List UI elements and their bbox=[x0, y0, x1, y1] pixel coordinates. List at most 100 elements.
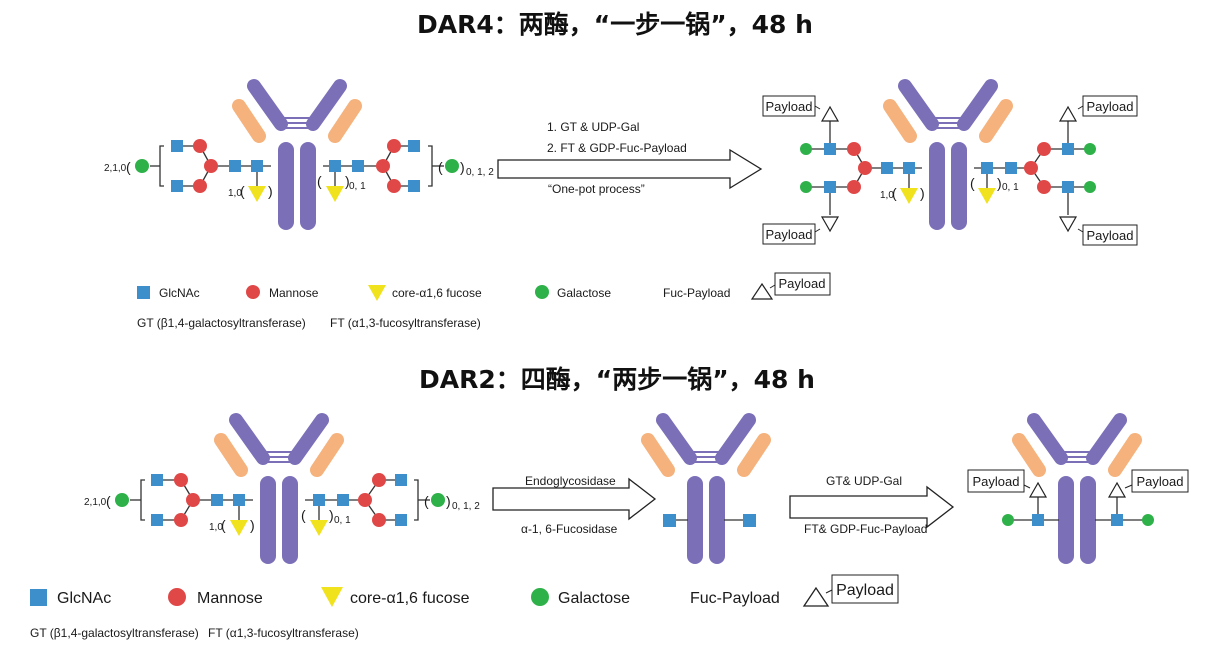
mannose-icon bbox=[847, 142, 861, 156]
mannose-icon bbox=[168, 588, 186, 606]
galactose-icon bbox=[531, 588, 549, 606]
mannose-icon bbox=[372, 473, 386, 487]
fuc-payload-icon bbox=[820, 105, 840, 122]
glcnac-icon bbox=[1111, 514, 1123, 526]
glcnac-icon bbox=[137, 286, 150, 299]
bracket-paren: ) bbox=[329, 507, 334, 523]
glcnac-icon bbox=[408, 180, 420, 192]
panel1-right-glycan: ( ) 0, 1, 2 ( ) 0, 1 bbox=[317, 139, 494, 202]
bracket-paren: ) bbox=[268, 183, 273, 199]
galactose-icon bbox=[1084, 143, 1096, 155]
multiplicity-label: 0, 1, 2 bbox=[452, 501, 480, 512]
arrow-step2-label: 2. FT & GDP-Fuc-Payload bbox=[547, 141, 687, 155]
galactose-icon bbox=[535, 285, 549, 299]
legend-ft: FT (α1,3-fucosyltransferase) bbox=[208, 626, 359, 640]
fuc-payload-icon bbox=[1058, 105, 1078, 122]
fucose-icon bbox=[326, 186, 344, 202]
arrow-gt-udp-gal-label: GT& UDP-Gal bbox=[826, 474, 902, 488]
bracket-paren: ( bbox=[240, 183, 245, 199]
glcnac-icon bbox=[151, 514, 163, 526]
panel2-product-antibody: Payload Payload bbox=[967, 420, 1189, 564]
bracket-paren: ) bbox=[920, 185, 925, 201]
glcnac-icon bbox=[233, 494, 245, 506]
galactose-icon bbox=[1002, 514, 1014, 526]
galactose-icon bbox=[800, 181, 812, 193]
panel2-reaction-arrow-1: Endoglycosidase α-1, 6-Fucosidase bbox=[492, 474, 657, 536]
payload-label: Payload bbox=[1087, 99, 1134, 114]
mannose-icon bbox=[847, 180, 861, 194]
payload-label: Payload bbox=[766, 99, 813, 114]
legend-fuc-payload: Fuc-Payload bbox=[690, 590, 780, 607]
legend-payload: Payload bbox=[779, 276, 826, 291]
arrow-ft-gdp-label: FT& GDP-Fuc-Payload bbox=[804, 522, 927, 536]
multiplicity-label: 1,0 bbox=[228, 188, 242, 199]
fucose-icon bbox=[310, 520, 328, 536]
panel2-reaction-arrow-2: GT& UDP-Gal FT& GDP-Fuc-Payload bbox=[789, 474, 955, 536]
mannose-icon bbox=[1037, 142, 1051, 156]
galactose-icon bbox=[431, 493, 445, 507]
panel1-reaction-arrow: 1. GT & UDP-Gal 2. FT & GDP-Fuc-Payload … bbox=[497, 120, 763, 196]
galactose-icon bbox=[135, 159, 149, 173]
arrow-endoglycosidase-label: Endoglycosidase bbox=[525, 474, 616, 488]
mannose-icon bbox=[1024, 161, 1038, 175]
panel1-legend: GlcNAc Mannose core-α1,6 fucose Galactos… bbox=[137, 272, 831, 330]
panel1-reactant-antibody: 2,1,0 ( 1,0 ( ) ( ) 0, 1 bbox=[104, 86, 494, 230]
multiplicity-label: 2,1,0 bbox=[84, 497, 107, 508]
panel1-title: DAR4：两酶，“一步一锅”，48 h bbox=[417, 10, 813, 39]
glcnac-icon bbox=[313, 494, 325, 506]
glcnac-icon bbox=[1032, 514, 1044, 526]
bracket-paren: ( bbox=[221, 517, 226, 533]
glcnac-icon bbox=[903, 162, 915, 174]
bracket-paren: ( bbox=[126, 159, 131, 175]
glcnac-icon bbox=[329, 160, 341, 172]
panel2-intermediate-antibody bbox=[648, 420, 764, 564]
mannose-icon bbox=[193, 139, 207, 153]
multiplicity-label: 1,0 bbox=[880, 190, 894, 201]
bracket-paren: ( bbox=[970, 175, 975, 191]
glcnac-icon bbox=[171, 180, 183, 192]
mannose-icon bbox=[387, 179, 401, 193]
glcnac-icon bbox=[408, 140, 420, 152]
fuc-payload-icon bbox=[750, 282, 774, 300]
fucose-icon bbox=[230, 520, 248, 536]
glcnac-icon bbox=[337, 494, 349, 506]
fucose-icon bbox=[368, 285, 386, 301]
glcnac-icon bbox=[1062, 143, 1074, 155]
legend-mannose: Mannose bbox=[269, 286, 319, 300]
galactose-icon bbox=[1142, 514, 1154, 526]
bracket-paren: ( bbox=[892, 185, 897, 201]
arrow-fucosidase-label: α-1, 6-Fucosidase bbox=[521, 522, 618, 536]
mannose-icon bbox=[174, 473, 188, 487]
panel2-legend: GlcNAc Mannose core-α1,6 fucose Galactos… bbox=[30, 574, 899, 640]
payload-label: Payload bbox=[973, 474, 1020, 489]
mannose-icon bbox=[358, 493, 372, 507]
multiplicity-label: 0, 1 bbox=[334, 515, 351, 526]
payload-box bbox=[1082, 224, 1138, 246]
legend-fucose: core-α1,6 fucose bbox=[350, 590, 470, 607]
legend-fucose: core-α1,6 fucose bbox=[392, 286, 482, 300]
mannose-icon bbox=[1037, 180, 1051, 194]
payload-label: Payload bbox=[1087, 228, 1134, 243]
fuc-payload-icon bbox=[1028, 481, 1048, 498]
fuc-payload-icon bbox=[1107, 481, 1127, 498]
payload-box bbox=[967, 469, 1025, 493]
mannose-icon bbox=[246, 285, 260, 299]
legend-mannose: Mannose bbox=[197, 590, 263, 607]
glcnac-icon bbox=[743, 514, 756, 527]
mannose-icon bbox=[387, 139, 401, 153]
panel2-reactant-antibody: 2,1,0 ( 1,0 ( ) ( ) 0, 1, 2 bbox=[84, 420, 480, 564]
legend-gt: GT (β1,4-galactosyltransferase) bbox=[137, 316, 306, 330]
legend-glcnac: GlcNAc bbox=[159, 286, 200, 300]
bracket-paren: ) bbox=[460, 159, 465, 175]
glcnac-icon bbox=[1005, 162, 1017, 174]
panel1-left-glycan: 2,1,0 ( 1,0 ( ) bbox=[104, 139, 273, 202]
glcnac-icon bbox=[352, 160, 364, 172]
multiplicity-label: 0, 1 bbox=[1002, 182, 1019, 193]
mannose-icon bbox=[376, 159, 390, 173]
galactose-icon bbox=[445, 159, 459, 173]
legend-glcnac: GlcNAc bbox=[57, 590, 111, 607]
bracket-paren: ( bbox=[317, 173, 322, 189]
bracket-paren: ) bbox=[345, 173, 350, 189]
fucose-icon bbox=[900, 188, 918, 204]
